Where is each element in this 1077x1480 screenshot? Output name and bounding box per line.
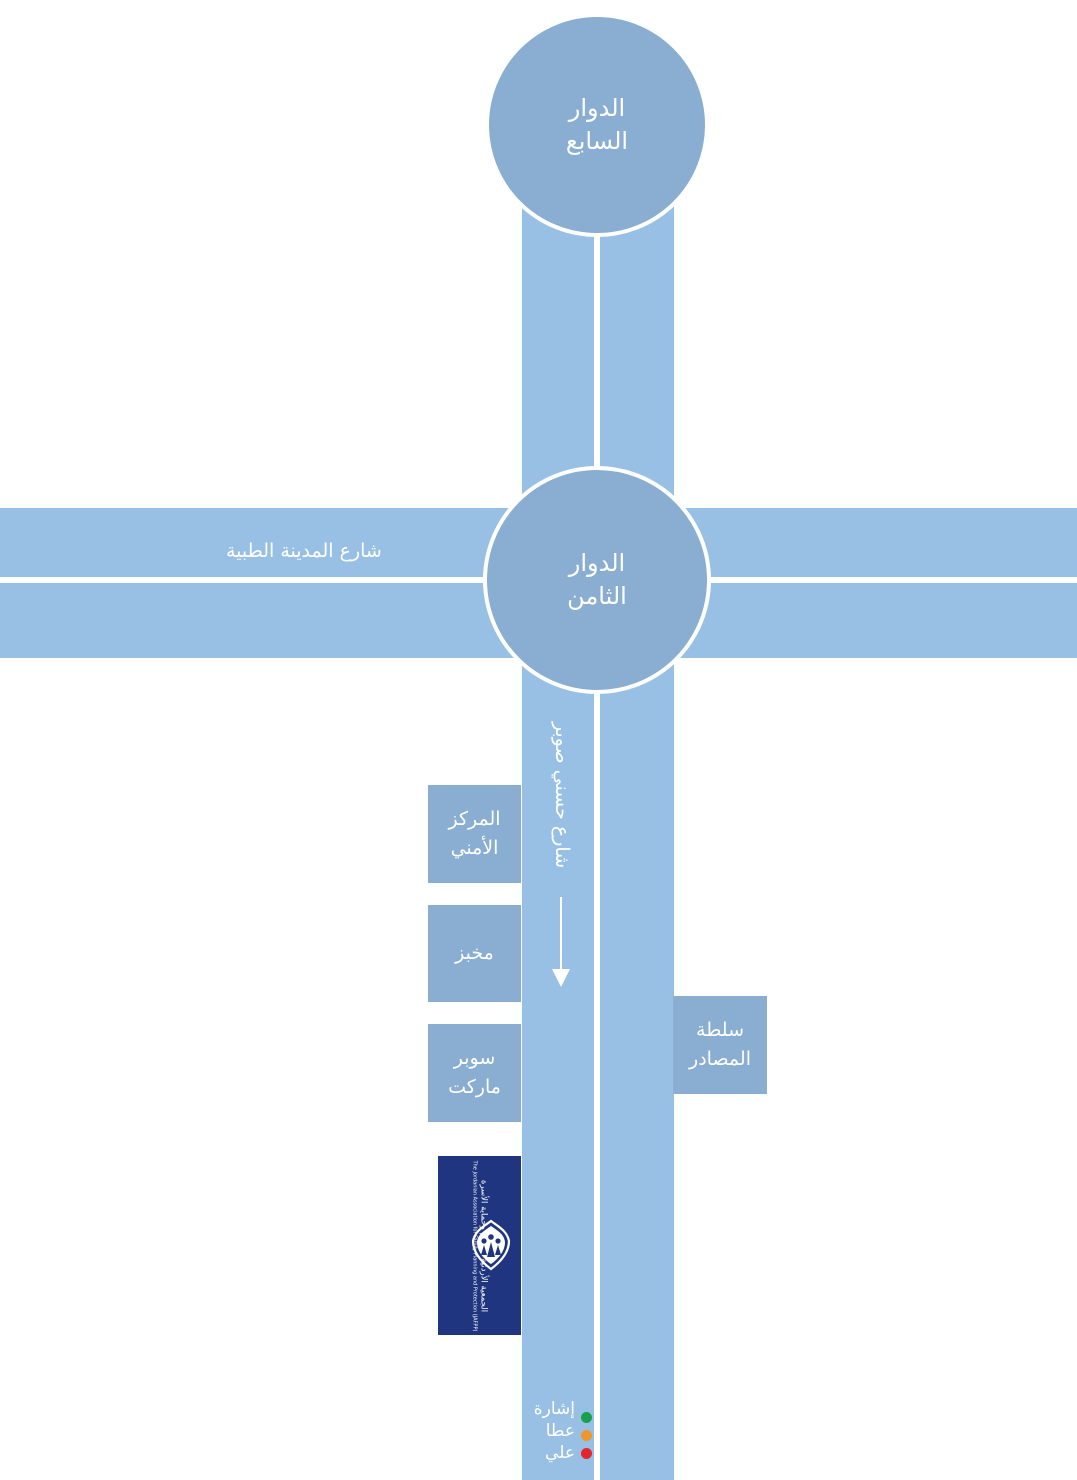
signal-row-amber: عطا <box>546 1420 592 1442</box>
security-center-landmark: المركز الأمني <box>428 785 521 883</box>
jafpp-emblem-icon <box>471 1219 511 1271</box>
seventh-roundabout-line2: السابع <box>565 127 629 155</box>
atta-ali-signal: إشارة عطا علي <box>522 1398 592 1464</box>
bakery-landmark: مخبز <box>428 905 521 1002</box>
seventh-roundabout-line1: الدوار <box>568 94 626 122</box>
supermarket-landmark: سوبر ماركت <box>428 1024 521 1122</box>
husni-sober-street-label-wrap: شارع حسني صوبر <box>540 700 584 890</box>
signal-word-2: عطا <box>545 1421 575 1441</box>
jafpp-logo-panel: الجمعية الأردنية لتنظيم وحماية الأسرة Th… <box>438 1156 521 1335</box>
bakery-line1: مخبز <box>455 942 494 964</box>
security-center-line1: المركز <box>448 808 501 830</box>
red-light-icon <box>581 1447 592 1459</box>
lane-divider-east <box>650 577 1077 583</box>
eighth-roundabout-line1: الدوار <box>568 549 626 577</box>
resources-authority-line2: المصادر <box>689 1048 751 1070</box>
eighth-roundabout: الدوار الثامن <box>483 466 711 694</box>
security-center-line2: الأمني <box>450 837 499 859</box>
signal-word-3: علي <box>545 1443 575 1463</box>
seventh-roundabout: الدوار السابع <box>485 13 709 237</box>
supermarket-line2: ماركت <box>448 1076 501 1098</box>
lane-divider-north <box>594 195 600 515</box>
signal-row-green: إشارة <box>533 1398 592 1423</box>
resources-authority-line1: سلطة <box>696 1019 744 1041</box>
supermarket-line1: سوبر <box>453 1047 496 1069</box>
amber-light-icon <box>581 1429 592 1441</box>
signal-row-red: علي <box>545 1442 592 1464</box>
medical-city-street-label: شارع المدينة الطبية <box>226 540 382 562</box>
husni-sober-street-label: شارع حسني صوبر <box>551 721 574 869</box>
eighth-roundabout-line2: الثامن <box>567 582 627 610</box>
direction-arrow-icon <box>552 897 570 987</box>
green-light-icon <box>581 1411 592 1423</box>
resources-authority-landmark: سلطة المصادر <box>673 996 767 1094</box>
signal-word-1: إشارة <box>533 1399 575 1419</box>
lane-divider-west <box>0 577 540 583</box>
lane-divider-south <box>594 645 600 1480</box>
